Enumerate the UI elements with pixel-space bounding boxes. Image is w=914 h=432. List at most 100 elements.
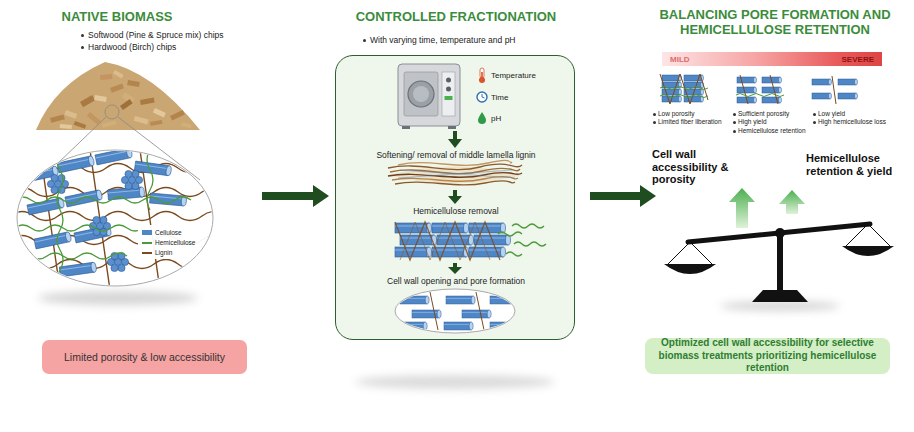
wood-chip-pile: [36, 62, 200, 130]
up-arrows: [729, 188, 805, 228]
wood-chip-pile: [140, 98, 155, 105]
cell-wall-illustration: [10, 164, 226, 173]
cell-wall-illustration: [10, 260, 226, 269]
legend-text: Cellulose: [155, 229, 182, 236]
cell-wall-illustration: [138, 225, 208, 259]
cell-wall-illustration: [10, 150, 226, 290]
cell-wall-illustration: [74, 226, 112, 243]
cell-wall-illustration: [17, 150, 213, 286]
severity-label: MILD: [670, 55, 690, 64]
bullet-text: Hardwood (Birch) chips: [80, 42, 176, 52]
wood-chip-pile: [50, 114, 65, 122]
wood-chip-pile: [87, 112, 101, 125]
node-text: Optimized cell wall accessibility for se…: [657, 337, 878, 375]
cell-wall-illustration: [121, 170, 142, 189]
wood-chip-pile: [102, 120, 117, 127]
bullet-column: Sufficient porosityHigh yieldHemicellulo…: [732, 110, 808, 135]
cell-wall-samples: [684, 75, 704, 81]
column-heading: NATIVE BIOMASS: [0, 10, 234, 25]
cell-wall-illustration: [15, 225, 143, 231]
wood-chip-pile: [80, 95, 95, 107]
cell-wall-illustration: [150, 193, 187, 206]
bullet-text: High hemicellulose loss: [812, 118, 892, 125]
cell-wall-samples: [662, 75, 682, 81]
cell-wall-samples: [684, 89, 704, 95]
cell-wall-samples: [762, 77, 782, 83]
balance-scale: [775, 228, 785, 238]
wood-chip-pile: [64, 110, 77, 119]
cell-wall-samples: [684, 82, 704, 88]
balance-label: Cell wall accessibility & porosity: [652, 148, 734, 186]
cell-wall-samples: [660, 74, 708, 104]
balance-label: Hemicellulose retention & yield: [806, 152, 902, 177]
legend-text: Hemicellulose: [155, 239, 195, 246]
zoom-lines: [105, 105, 119, 119]
cell-wall-illustration: [57, 150, 63, 290]
cell-wall-illustration: [10, 148, 226, 290]
cell-wall-illustration: [27, 198, 65, 215]
cell-wall-illustration: [10, 148, 226, 290]
outcome-box: Optimized cell wall accessibility for se…: [645, 338, 890, 374]
cell-wall-illustration: [15, 197, 191, 203]
cell-wall-illustration: [10, 188, 226, 197]
balance-scale: [664, 224, 894, 302]
up-arrows: [729, 188, 755, 228]
balance-scale: [868, 224, 890, 246]
cell-wall-samples: [740, 75, 778, 104]
cell-wall-samples: [662, 82, 682, 88]
cell-wall-illustration: [21, 166, 59, 183]
cell-wall-illustration: [134, 161, 172, 176]
balance-scale: [752, 290, 808, 302]
zoom-lines: [118, 117, 200, 180]
bullet-text: With varying time, temperature and pH: [362, 35, 516, 45]
cell-wall-illustration: [10, 212, 226, 221]
cell-wall-illustration: [47, 174, 68, 193]
wood-chip-pile: [36, 62, 200, 130]
wood-chip-pile: [120, 99, 133, 110]
cell-wall-illustration: [57, 156, 95, 173]
cell-wall-illustration: [15, 253, 127, 259]
cell-wall-illustration: [147, 150, 153, 210]
cell-wall-samples: [736, 94, 784, 97]
cell-wall-illustration: [59, 262, 97, 277]
step-label: Softening/ removal of middle lamella lig…: [336, 150, 576, 160]
bullet-text: Low porosity: [652, 110, 728, 117]
cell-wall-samples: [812, 93, 832, 99]
wood-chip-pile: [74, 121, 87, 129]
cell-wall-illustration: [108, 187, 145, 200]
cell-wall-samples: [684, 96, 704, 102]
cell-wall-illustration: [65, 190, 103, 207]
balance-scale: [846, 224, 868, 246]
cell-wall-samples: [660, 87, 708, 90]
legend-swatch: [142, 242, 152, 244]
cell-wall-illustration: [40, 150, 160, 290]
legend-item: Hemicellulose: [142, 239, 195, 246]
bullet-text: Softwood (Pine & Spruce mix) chips: [80, 30, 224, 40]
cell-wall-samples: [662, 96, 682, 102]
wood-chip-pile: [153, 108, 166, 118]
wood-chip-pile: [94, 95, 107, 102]
step-label: Hemicellulose removal: [336, 206, 576, 216]
cell-wall-illustration: [34, 232, 72, 249]
node-text: Limited porosity & low accessibility: [64, 351, 225, 363]
balance-scale: [668, 242, 690, 264]
bullet-text: High yield: [732, 118, 808, 125]
cell-wall-illustration: [89, 216, 110, 235]
balance-scale: [842, 246, 894, 256]
bullet-text: Sufficient porosity: [732, 110, 808, 117]
wood-chip-pile: [113, 70, 124, 78]
process-panel: CONTROLLED FRACTIONATIONWith varying tim…: [335, 55, 575, 340]
column-heading: BALANCING PORE FORMATION AND HEMICELLULO…: [650, 8, 900, 38]
cell-wall-illustration: [15, 150, 191, 290]
shadow: [720, 301, 840, 311]
zoom-lines: [30, 105, 200, 190]
legend-swatch: [142, 252, 152, 254]
legend-item: Lignin: [142, 249, 172, 256]
cell-wall-illustration: [107, 252, 128, 271]
wood-chip-pile: [181, 122, 192, 128]
bullet-column: Low porosityLimited fiber liberation: [652, 110, 728, 127]
cell-wall-samples: [662, 89, 682, 95]
legend-item: Cellulose: [142, 229, 182, 236]
bullet-text: Limited fiber liberation: [652, 118, 728, 125]
